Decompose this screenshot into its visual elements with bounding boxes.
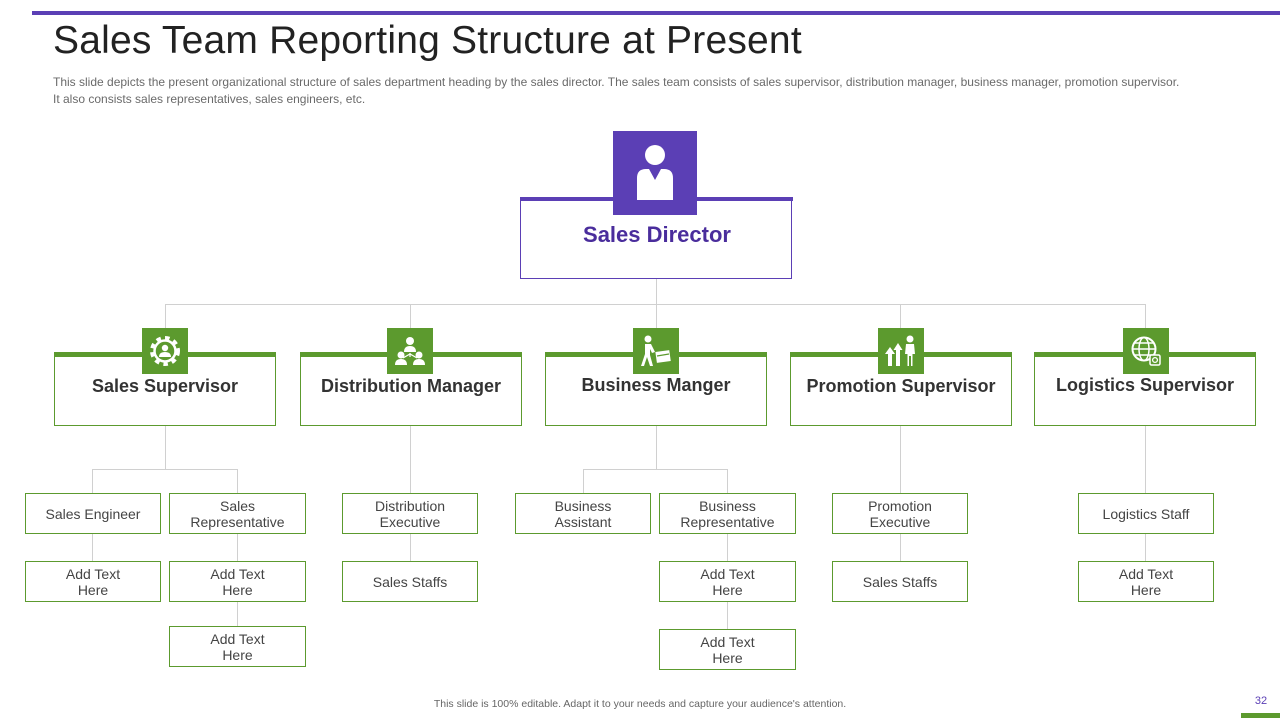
slide-description: This slide depicts the present organizat… xyxy=(53,75,1180,106)
connector-line xyxy=(656,426,657,469)
connector-line xyxy=(237,469,238,493)
connector-line xyxy=(237,601,238,626)
growth-people-icon xyxy=(878,328,924,374)
sub-box-add-text: Add Text Here xyxy=(659,629,796,670)
page-accent-bar xyxy=(1241,713,1280,718)
sub-box-sales-engineer: Sales Engineer xyxy=(25,493,161,534)
person-icon xyxy=(613,131,697,215)
director-box: Sales Director xyxy=(519,196,793,279)
manager-label: Distribution Manager xyxy=(320,376,501,396)
connector-line xyxy=(165,304,166,328)
connector-line xyxy=(900,426,901,493)
gear-icon xyxy=(142,328,188,374)
sub-box-add-text: Add Text Here xyxy=(1078,561,1214,602)
manager-label: Business Manger xyxy=(581,375,731,395)
manager-label: Sales Supervisor xyxy=(91,376,239,396)
connector-line xyxy=(583,469,584,493)
sub-box-add-text: Add Text Here xyxy=(169,561,306,602)
connector-line xyxy=(727,601,728,629)
sub-box-sales-staffs: Sales Staffs xyxy=(832,561,968,602)
team-icon xyxy=(387,328,433,374)
sub-box-add-text: Add Text Here xyxy=(25,561,161,602)
connector-line xyxy=(656,304,657,328)
sub-box-add-text: Add Text Here xyxy=(169,626,306,667)
connector-line xyxy=(237,534,238,561)
connector-line xyxy=(410,426,411,493)
connector-line xyxy=(410,304,411,328)
sub-box-sales-staffs: Sales Staffs xyxy=(342,561,478,602)
sub-box-distribution-executive: Distribution Executive xyxy=(342,493,478,534)
connector-line xyxy=(727,469,728,493)
manager-label: Promotion Supervisor xyxy=(806,376,996,396)
sub-box-promotion-executive: Promotion Executive xyxy=(832,493,968,534)
connector-line xyxy=(656,279,657,304)
manager-label: Logistics Supervisor xyxy=(1055,375,1235,395)
connector-line xyxy=(1145,534,1146,561)
connector-line xyxy=(165,426,166,469)
connector-line xyxy=(900,304,901,328)
sub-box-business-representative: Business Representative xyxy=(659,493,796,534)
sub-box-sales-representative: Sales Representative xyxy=(169,493,306,534)
connector-line xyxy=(92,469,93,493)
page-number: 32 xyxy=(1254,695,1268,707)
connector-line xyxy=(727,534,728,561)
connector-line xyxy=(165,304,1146,305)
sub-box-logistics-staff: Logistics Staff xyxy=(1078,493,1214,534)
globe-icon xyxy=(1123,328,1169,374)
sub-box-add-text: Add Text Here xyxy=(659,561,796,602)
connector-line xyxy=(1145,304,1146,328)
sub-box-business-assistant: Business Assistant xyxy=(515,493,651,534)
footer-note: This slide is 100% editable. Adapt it to… xyxy=(433,698,847,710)
delivery-man-icon xyxy=(633,328,679,374)
connector-line xyxy=(583,469,728,470)
connector-line xyxy=(900,534,901,561)
connector-line xyxy=(92,469,238,470)
top-accent-bar xyxy=(32,11,1280,15)
director-label: Sales Director xyxy=(583,222,731,247)
connector-line xyxy=(1145,426,1146,493)
connector-line xyxy=(410,534,411,561)
slide-title: Sales Team Reporting Structure at Presen… xyxy=(53,19,802,62)
connector-line xyxy=(92,534,93,561)
